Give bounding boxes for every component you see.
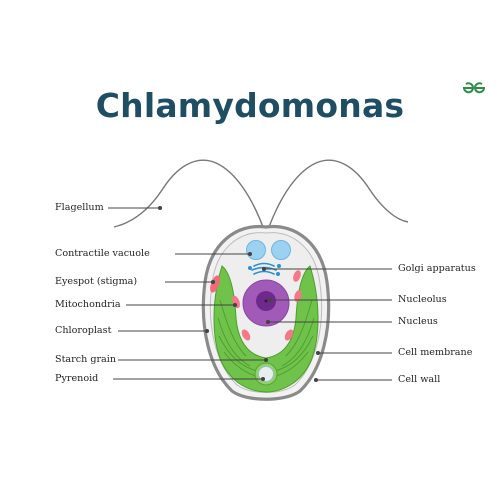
label-starch-grain: Starch grain [55, 354, 117, 365]
label-cell-wall: Cell wall [398, 374, 441, 385]
label-cell-membrane: Cell membrane [398, 347, 473, 358]
golgi-apparatus [248, 262, 281, 276]
label-nucleolus: Nucleolus [398, 294, 447, 305]
label-eyespot: Eyespot (stigma) [55, 276, 138, 287]
leader-lines-left [108, 205, 269, 382]
page-title: Chlamydomonas [95, 86, 405, 125]
label-golgi-apparatus: Golgi apparatus [398, 263, 476, 274]
contractile-vacuole-right [271, 240, 291, 260]
flagellum-left [113, 159, 264, 228]
label-contractile-vacuole: Contractile vacuole [55, 248, 150, 259]
label-chloroplast: Chloroplast [55, 325, 112, 336]
label-mitochondria: Mitochondria [55, 299, 121, 310]
label-flagellum: Flagellum [55, 202, 104, 213]
geeksforgeeks-logo-icon [462, 82, 486, 94]
flagellum-right [268, 159, 409, 228]
chloroplast [213, 265, 319, 393]
eyespot [210, 275, 220, 293]
leader-lines-right [261, 266, 392, 383]
contractile-vacuole-left [246, 240, 266, 260]
label-nucleus: Nucleus [398, 316, 438, 327]
label-pyrenoid: Pyrenoid [55, 373, 99, 384]
